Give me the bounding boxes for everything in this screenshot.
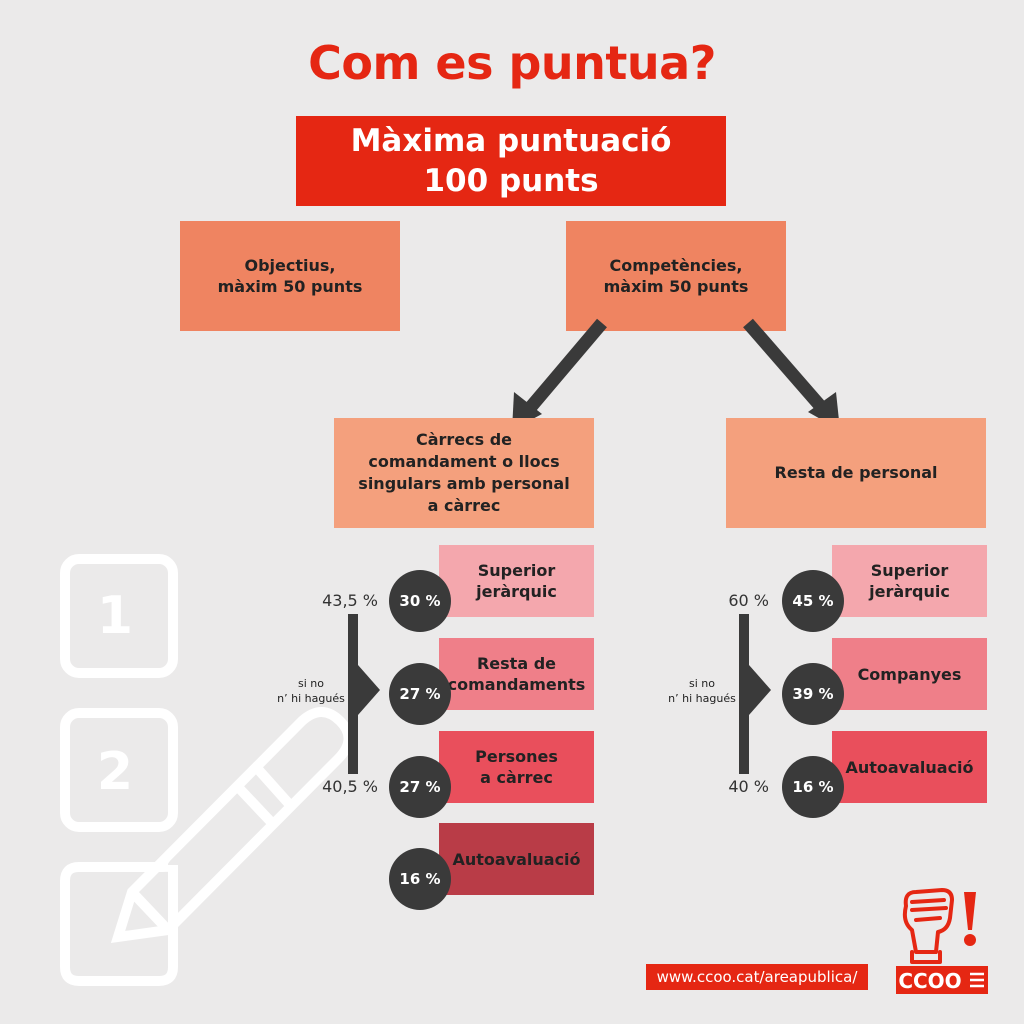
left-bottom-pct: 40,5 % bbox=[322, 777, 378, 796]
left-circle-3: 27 % bbox=[389, 756, 451, 818]
objectius-line1: Objectius, bbox=[244, 256, 336, 275]
objectius-line2: màxim 50 punts bbox=[217, 277, 363, 296]
max-score-line1: Màxima puntuació bbox=[350, 123, 672, 159]
competencies-box: Competències, màxim 50 punts bbox=[566, 221, 786, 331]
carrecs-line3: singulars amb personal bbox=[358, 474, 570, 493]
max-score-line2: 100 punts bbox=[423, 163, 599, 199]
right-side-note-l1: si no bbox=[689, 677, 715, 690]
left-side-note-l1: si no bbox=[298, 677, 324, 690]
left-item-autoavaluacio: Autoavaluació bbox=[439, 823, 594, 895]
left-item-comandaments-l2: comandaments bbox=[447, 675, 586, 694]
left-item-superior: Superior jeràrquic bbox=[439, 545, 594, 617]
objectius-box: Objectius, màxim 50 punts bbox=[180, 221, 400, 331]
left-bracket-arrow bbox=[358, 665, 380, 715]
page-title: Com es puntua? bbox=[308, 36, 716, 90]
ccoo-logo: CCOO bbox=[896, 888, 988, 994]
left-circle-2: 27 % bbox=[389, 663, 451, 725]
raised-fist-icon bbox=[902, 888, 954, 964]
right-bracket-arrow bbox=[749, 665, 771, 715]
right-item-superior: Superior jeràrquic bbox=[832, 545, 987, 617]
arrow-left-shaft bbox=[525, 318, 607, 413]
right-item-superior-l1: Superior bbox=[870, 561, 949, 580]
competencies-line2: màxim 50 punts bbox=[603, 277, 749, 296]
resta-label: Resta de personal bbox=[774, 463, 938, 482]
carrecs-line2: comandament o llocs bbox=[368, 452, 560, 471]
right-item-superior-l2: jeràrquic bbox=[869, 582, 950, 601]
checkbox-3 bbox=[60, 861, 178, 986]
right-side-note: si no n’ hi hagués bbox=[667, 676, 737, 706]
competencies-line1: Competències, bbox=[609, 256, 743, 275]
right-bottom-pct: 40 % bbox=[728, 777, 769, 796]
left-item-comandaments: Resta de comandaments bbox=[439, 638, 594, 710]
arrow-right-shaft bbox=[743, 318, 827, 413]
right-top-pct: 60 % bbox=[728, 591, 769, 610]
left-top-pct: 43,5 % bbox=[322, 591, 378, 610]
right-circle-3: 16 % bbox=[782, 756, 844, 818]
left-item-comandaments-l1: Resta de bbox=[476, 654, 556, 673]
left-bracket-bar bbox=[348, 614, 358, 774]
left-item-superior-l1: Superior bbox=[477, 561, 556, 580]
left-item-superior-l2: jeràrquic bbox=[476, 582, 557, 601]
right-circle-1: 45 % bbox=[782, 570, 844, 632]
pencil-icon bbox=[110, 707, 354, 944]
right-item-companyes-l1: Companyes bbox=[857, 664, 962, 684]
checkbox-2-number: 2 bbox=[97, 742, 133, 802]
right-side-note-l2: n’ hi hagués bbox=[668, 692, 736, 705]
resta-box: Resta de personal bbox=[726, 418, 986, 528]
checkbox-1-number: 1 bbox=[97, 586, 133, 646]
carrecs-line4: a càrrec bbox=[427, 496, 501, 515]
left-side-note: si no n’ hi hagués bbox=[276, 676, 346, 706]
exclamation-icon bbox=[964, 892, 976, 930]
left-item-persones-l2: a càrrec bbox=[480, 768, 553, 787]
right-item-autoavaluacio-l1: Autoavaluació bbox=[845, 757, 974, 777]
checkbox-2 bbox=[60, 708, 178, 832]
left-circle-1: 30 % bbox=[389, 570, 451, 632]
footer-url-link[interactable]: www.ccoo.cat/areapublica/ bbox=[646, 964, 868, 990]
left-side-note-l2: n’ hi hagués bbox=[277, 692, 345, 705]
logo-text: CCOO bbox=[898, 969, 961, 993]
left-item-autoavaluacio-l1: Autoavaluació bbox=[452, 849, 581, 869]
right-item-companyes: Companyes bbox=[832, 638, 987, 710]
exclamation-dot bbox=[964, 934, 976, 946]
carrecs-box: Càrrecs de comandament o llocs singulars… bbox=[334, 418, 594, 528]
checklist-pencil-illustration: 1 2 bbox=[60, 554, 354, 986]
carrecs-line1: Càrrecs de bbox=[415, 430, 513, 449]
right-item-autoavaluacio: Autoavaluació bbox=[832, 731, 987, 803]
left-item-persones-l1: Persones bbox=[475, 747, 558, 766]
left-circle-4: 16 % bbox=[389, 848, 451, 910]
right-bracket-bar bbox=[739, 614, 749, 774]
checkbox-1 bbox=[60, 554, 178, 678]
left-item-persones: Persones a càrrec bbox=[439, 731, 594, 803]
max-score-box: Màxima puntuació 100 punts bbox=[296, 116, 726, 206]
right-circle-2: 39 % bbox=[782, 663, 844, 725]
